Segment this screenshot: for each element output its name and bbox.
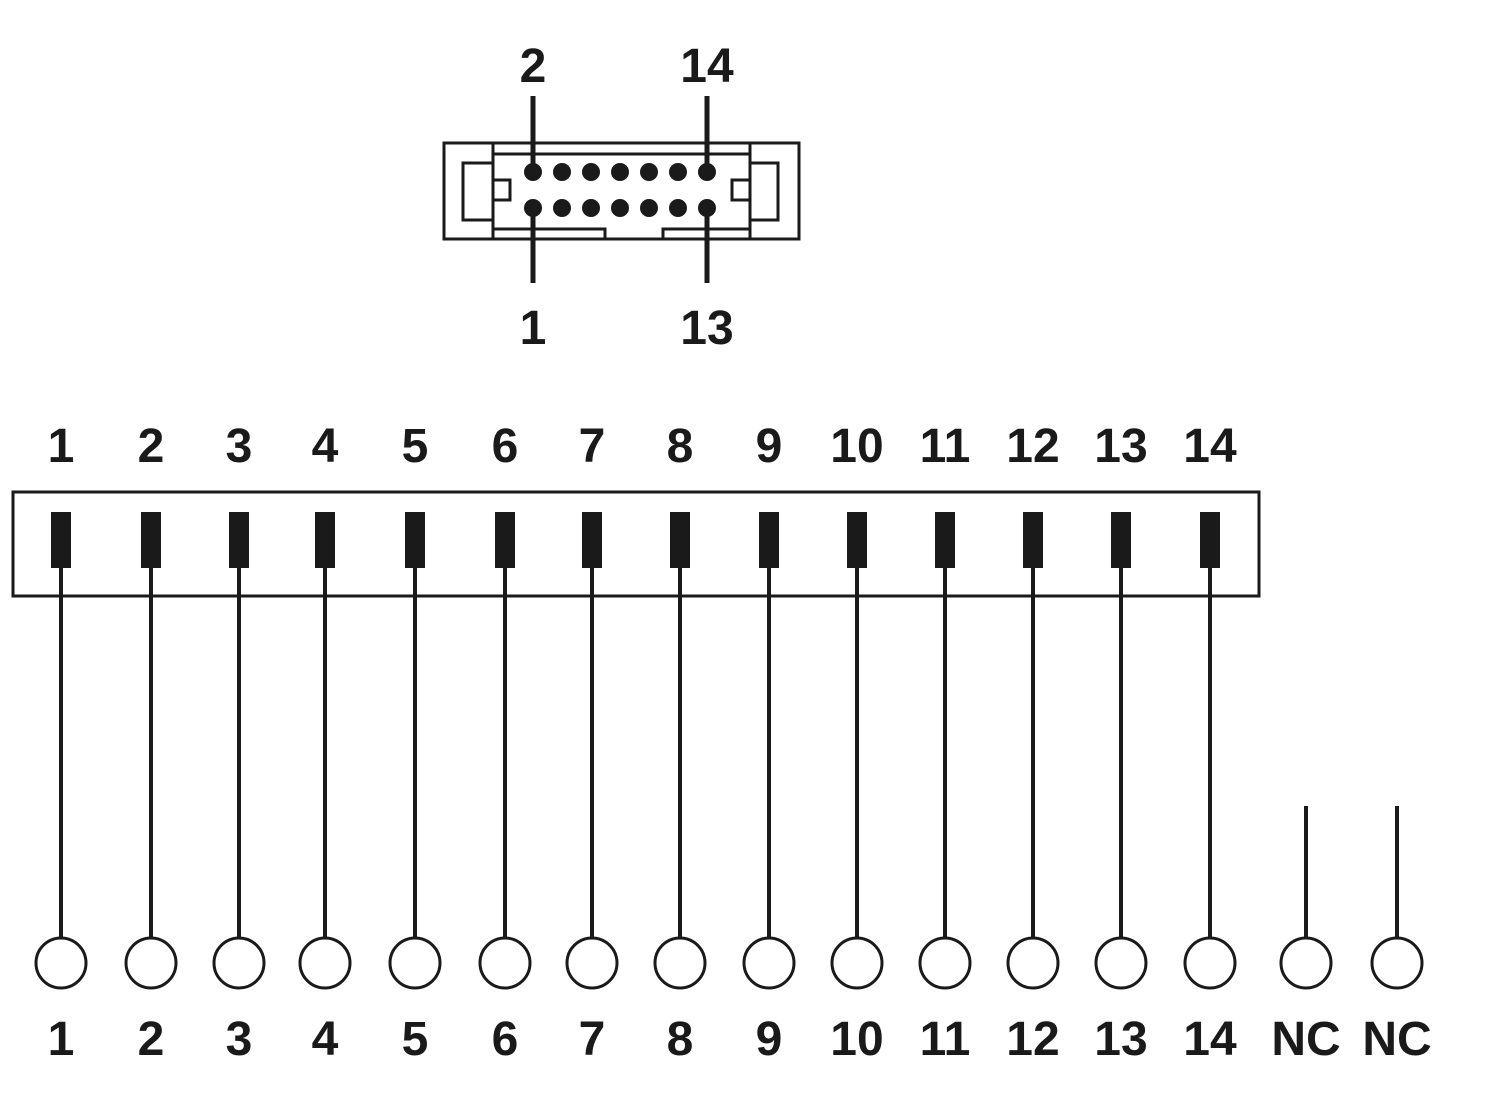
right-latch <box>750 161 780 222</box>
terminal-label: 10 <box>830 1013 883 1066</box>
terminal-label: 13 <box>1094 1013 1147 1066</box>
connector-front-view <box>442 141 801 241</box>
header-pin <box>141 512 161 568</box>
screw-terminal <box>830 936 884 990</box>
screw-terminal <box>34 936 88 990</box>
connector-pin <box>553 199 571 217</box>
connector-pin <box>582 199 600 217</box>
connector-housing <box>442 141 801 241</box>
connector-pin <box>640 199 658 217</box>
terminal-label: 14 <box>1183 1013 1237 1066</box>
terminal-label: NC <box>1362 1013 1431 1066</box>
terminal-label: 5 <box>402 1013 429 1066</box>
screw-terminal <box>918 936 972 990</box>
connector-pin <box>640 163 658 181</box>
screw-terminal <box>478 936 532 990</box>
connector-pins <box>524 163 716 217</box>
connector-pin <box>669 163 687 181</box>
header-label: 7 <box>579 420 606 473</box>
terminal-label: 2 <box>138 1013 165 1066</box>
polarization-key <box>493 227 607 239</box>
connector-leader-lines <box>530 96 710 283</box>
header-pin <box>51 512 71 568</box>
terminal-label: 7 <box>579 1013 606 1066</box>
screw-terminal <box>298 936 352 990</box>
header-label: 13 <box>1094 420 1147 473</box>
header-pin <box>847 512 867 568</box>
terminal-label: 8 <box>667 1013 694 1066</box>
terminal-label: NC <box>1271 1013 1340 1066</box>
header-label: 12 <box>1006 420 1059 473</box>
header-label: 6 <box>492 420 519 473</box>
header-pin <box>759 512 779 568</box>
connector-pin <box>611 199 629 217</box>
connector-pin <box>611 163 629 181</box>
screw-terminal <box>1006 936 1060 990</box>
terminal-label: 11 <box>920 1013 971 1066</box>
terminal-label: 1 <box>48 1013 75 1066</box>
header-pin <box>582 512 602 568</box>
header-pin <box>1200 512 1220 568</box>
terminal-label: 6 <box>492 1013 519 1066</box>
screw-terminal <box>1094 936 1148 990</box>
screw-terminal <box>1279 936 1333 990</box>
header-pin <box>315 512 335 568</box>
connector-pin <box>582 163 600 181</box>
connector-pin <box>669 199 687 217</box>
header-label: 5 <box>402 420 429 473</box>
header-pin <box>1023 512 1043 568</box>
header-label: 10 <box>830 420 883 473</box>
header-label: 2 <box>138 420 165 473</box>
header-label: 4 <box>312 420 339 473</box>
screw-terminal <box>653 936 707 990</box>
terminal-label: 12 <box>1006 1013 1059 1066</box>
header-pin <box>935 512 955 568</box>
connector-label-pin-14: 14 <box>680 40 734 93</box>
header-pin <box>229 512 249 568</box>
header-label: 11 <box>920 420 971 473</box>
header-pin <box>405 512 425 568</box>
screw-terminal <box>1370 936 1424 990</box>
terminal-block-housing <box>11 490 1261 598</box>
header-label: 1 <box>48 420 75 473</box>
screw-terminal <box>212 936 266 990</box>
connector-label-pin-1: 1 <box>520 302 547 355</box>
screw-terminal <box>1183 936 1237 990</box>
header-pin <box>670 512 690 568</box>
connector-pin <box>553 163 571 181</box>
header-label: 14 <box>1183 420 1237 473</box>
screw-terminal <box>388 936 442 990</box>
terminal-label: 9 <box>756 1013 783 1066</box>
header-label: 9 <box>756 420 783 473</box>
screw-terminal <box>565 936 619 990</box>
terminal-label: 4 <box>312 1013 339 1066</box>
header-pin <box>495 512 515 568</box>
header-label: 8 <box>667 420 694 473</box>
header-pin <box>1111 512 1131 568</box>
screw-terminal <box>124 936 178 990</box>
connector-label-pin-13: 13 <box>680 302 733 355</box>
left-latch <box>461 161 493 222</box>
header-label: 3 <box>226 420 253 473</box>
screw-terminal <box>742 936 796 990</box>
terminal-label: 3 <box>226 1013 253 1066</box>
connector-label-pin-2: 2 <box>520 40 547 93</box>
